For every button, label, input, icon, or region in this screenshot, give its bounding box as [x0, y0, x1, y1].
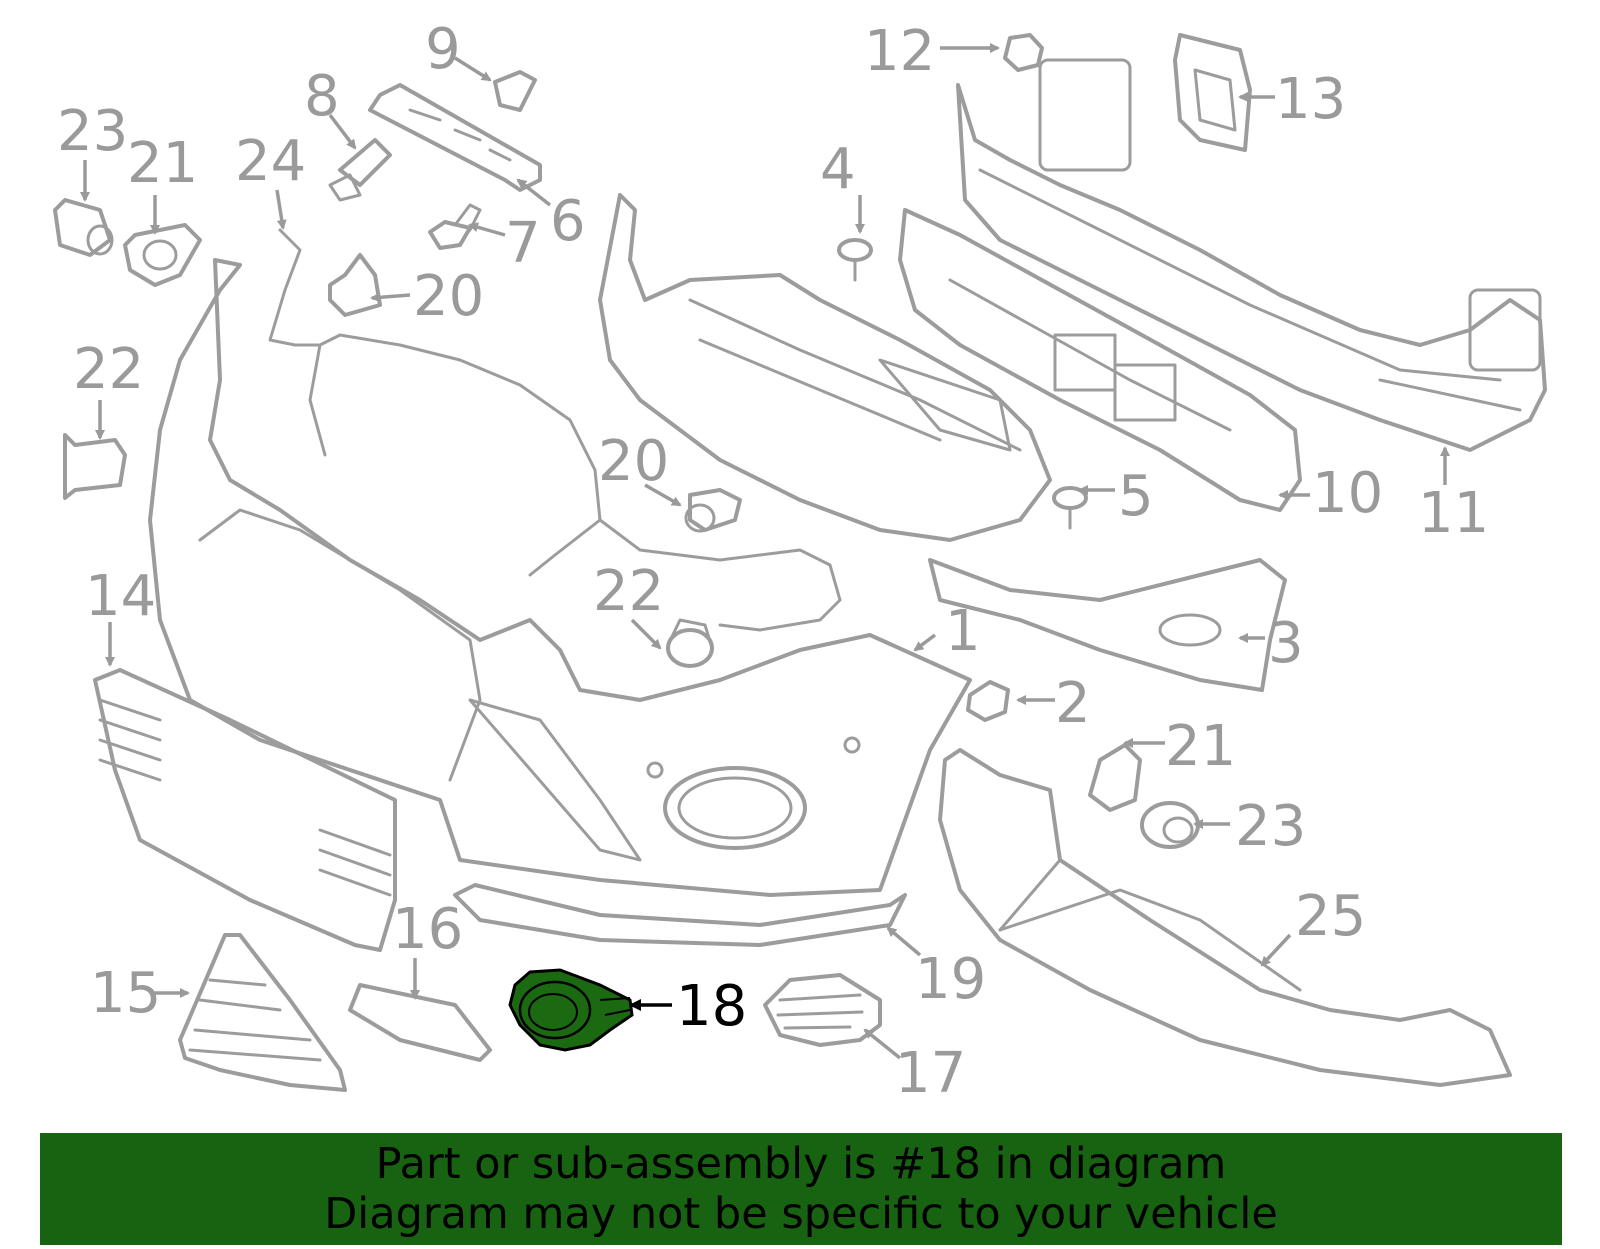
callout-arrows: [80, 43, 1450, 1060]
callout-1: 1: [945, 599, 981, 664]
callout-25: 25: [1295, 884, 1366, 949]
callout-15: 15: [90, 961, 161, 1026]
callout-17: 17: [895, 1041, 966, 1106]
part-11-reinforcement-bar: [956, 58, 1547, 452]
part-21-sensor-upper: [123, 223, 202, 287]
parts-diagram: 1 2 3 4 5 6 7 8 9 10 11 12 13 14 15 16 1…: [53, 17, 1547, 1106]
callout-20-mid: 20: [598, 429, 669, 494]
part-3-bracket: [928, 558, 1287, 692]
callout-16: 16: [392, 897, 463, 962]
part-23-sensor-right: [1140, 801, 1200, 849]
part-20-sensor-mid: [684, 488, 742, 533]
callout-14: 14: [85, 564, 156, 629]
callout-22-mid: 22: [593, 559, 664, 624]
part-17-bezel: [763, 973, 882, 1047]
callout-23-upper: 23: [57, 99, 128, 164]
part-19-lower-molding: [453, 883, 907, 947]
part-22-sensor-left: [63, 433, 127, 500]
banner-line-part: Part or sub-assembly is #18 in diagram: [375, 1139, 1227, 1189]
callout-12: 12: [864, 19, 935, 84]
callout-10: 10: [1312, 461, 1383, 526]
callout-21-right: 21: [1165, 714, 1236, 779]
callout-6: 6: [550, 189, 586, 254]
callout-21-upper: 21: [127, 131, 198, 196]
callout-5: 5: [1118, 464, 1154, 529]
part-12-nut: [1003, 33, 1044, 72]
callout-24: 24: [235, 129, 306, 194]
carrier-assembly: [598, 193, 1052, 542]
callout-20-upper: 20: [413, 264, 484, 329]
part-21-sensor-right: [1088, 743, 1142, 812]
part-5-push-pin: [1052, 486, 1088, 530]
part-25-deflector: [938, 748, 1512, 1087]
part-4-push-pin: [837, 238, 873, 282]
callout-11: 11: [1418, 481, 1489, 546]
callout-22-left: 22: [73, 337, 144, 402]
callout-3: 3: [1268, 611, 1304, 676]
part-10-absorber: [898, 208, 1302, 512]
part-18-bezel-highlighted: [508, 968, 634, 1052]
part-22-sensor-mid: [666, 618, 714, 668]
part-24-wiring-harness: [268, 228, 842, 632]
callout-23-right: 23: [1235, 794, 1306, 859]
part-16-molding: [348, 983, 492, 1062]
callout-2: 2: [1055, 671, 1091, 736]
callout-8: 8: [304, 64, 340, 129]
callout-19: 19: [915, 947, 986, 1012]
callout-labels: 1 2 3 4 5 6 7 8 9 10 11 12 13 14 15 16 1…: [57, 17, 1489, 1106]
part-20-clip-upper: [328, 253, 382, 317]
part-23-sensor-upper: [53, 198, 114, 257]
info-banner: Part or sub-assembly is #18 in diagram D…: [40, 1133, 1562, 1245]
callout-13: 13: [1275, 67, 1346, 132]
callout-18: 18: [676, 974, 747, 1039]
callout-7: 7: [505, 211, 541, 276]
part-14-grille: [93, 668, 397, 952]
part-2-cover: [966, 680, 1010, 722]
part-9-clip: [493, 70, 537, 112]
callout-9: 9: [425, 17, 461, 82]
callout-4: 4: [820, 137, 856, 202]
part-8-clip: [328, 138, 392, 202]
part-7-push-pin: [428, 203, 482, 250]
part-13-bracket: [1173, 33, 1252, 152]
part-6-bracket: [368, 83, 542, 192]
part-15-grille-insert: [178, 933, 347, 1092]
banner-line-disclaimer: Diagram may not be specific to your vehi…: [324, 1189, 1278, 1239]
part-1-bumper-cover: [148, 258, 972, 897]
